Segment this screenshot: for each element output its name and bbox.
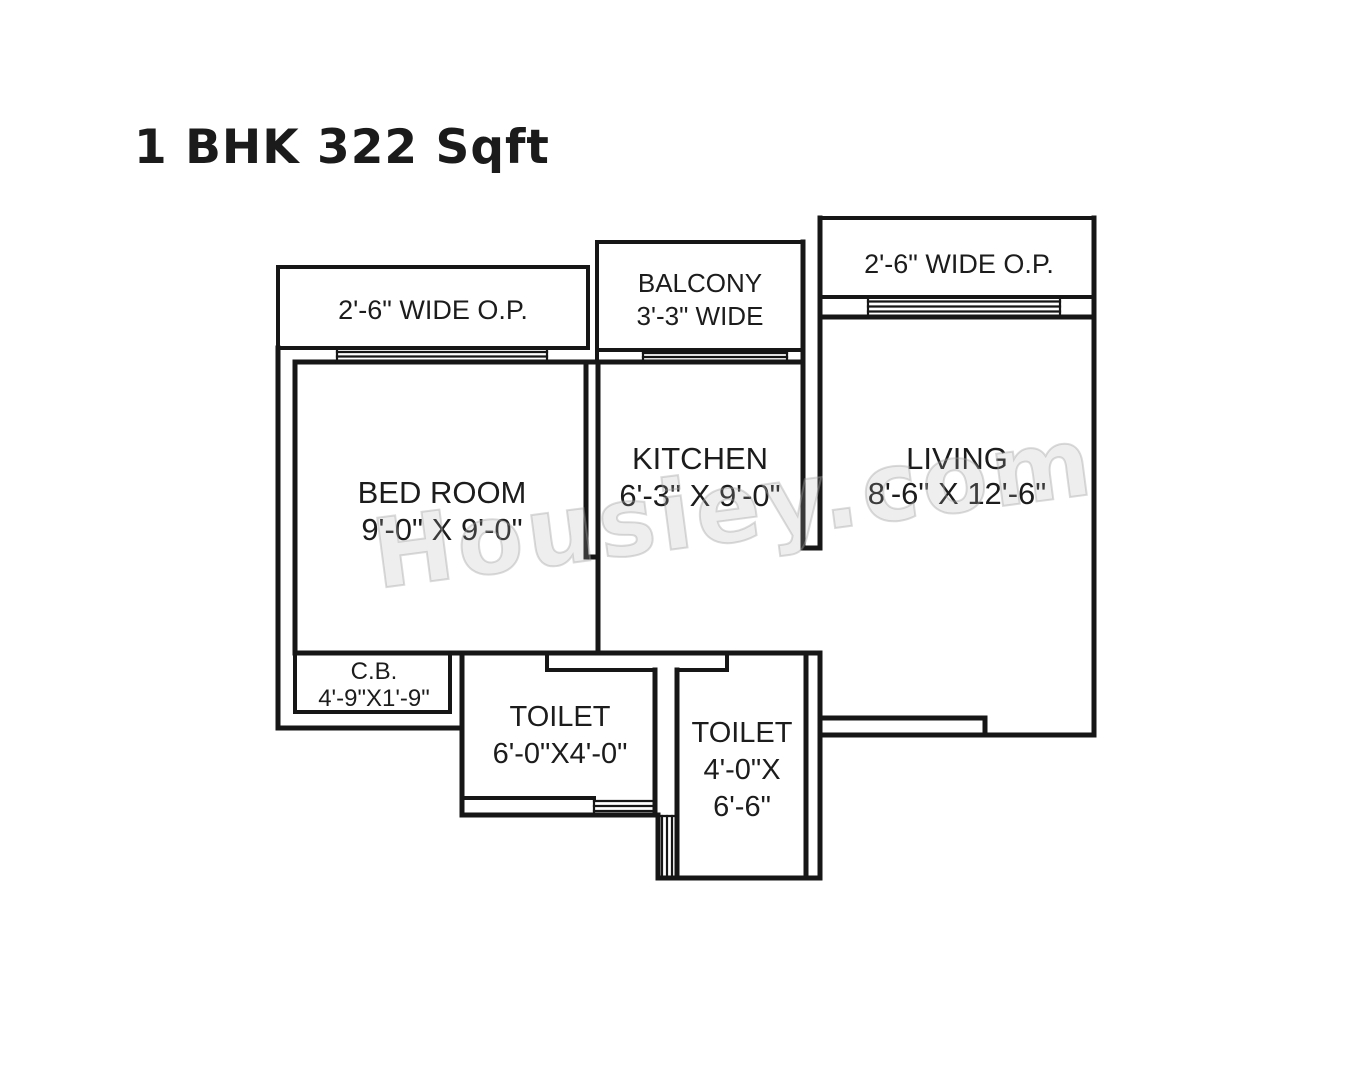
outer-wall (275, 345, 661, 818)
kitchen-name: KITCHEN (631, 441, 769, 476)
window-hatch-op-right (866, 295, 1062, 319)
toilet2-dims-2: 6'-6" (713, 791, 771, 824)
living-dims: 8'-6" X 12'-6" (867, 476, 1047, 512)
label-balcony: BALCONY 3'-3" WIDE (600, 267, 800, 332)
page-title: 1 BHK 322 Sqft (134, 120, 550, 175)
op-left-box (276, 265, 590, 350)
balcony-dims: 3'-3" WIDE (636, 300, 764, 331)
cupboard-dims: 4'-9"X1'-9" (318, 684, 430, 712)
living-name: LIVING (906, 441, 1008, 476)
kitchen-dims: 6'-3" X 9'-0" (619, 477, 781, 513)
label-op-left: 2'-6" WIDE O.P. (288, 295, 578, 327)
label-kitchen: KITCHEN 6'-3" X 9'-0" (602, 441, 798, 514)
window-hatch-toilet2 (656, 814, 679, 878)
label-bedroom: BED ROOM 9'-0" X 9'-0" (300, 475, 584, 548)
label-toilet-1: TOILET 6'-0"X4'-0" (465, 699, 655, 773)
label-toilet-2: TOILET 4'-0"X 6'-6" (680, 715, 804, 826)
bedroom-name: BED ROOM (357, 475, 527, 510)
toilet2-dims-1: 4'-0"X (703, 754, 781, 787)
toilet2-name: TOILET (691, 717, 793, 749)
op-right-text: 2'-6" WIDE O.P. (864, 249, 1054, 279)
cb-box (293, 651, 452, 714)
toilet1-name: TOILET (509, 701, 611, 733)
living-walls (817, 215, 1097, 738)
window-hatch-op-left (335, 346, 549, 364)
op-left-text: 2'-6" WIDE O.P. (338, 295, 528, 325)
kitchen-living-wall (800, 215, 823, 551)
toilet-walls (292, 650, 823, 881)
balcony-name: BALCONY (637, 268, 763, 298)
window-hatch-toilet1 (592, 796, 657, 817)
window-hatch-balcony (641, 348, 789, 364)
label-op-right: 2'-6" WIDE O.P. (832, 249, 1086, 281)
bedroom-dims: 9'-0" X 9'-0" (361, 511, 523, 547)
balcony-box (595, 240, 805, 364)
cupboard-name: C.B. (350, 658, 398, 685)
toilet1-dims: 6'-0"X4'-0" (492, 738, 628, 771)
label-living: LIVING 8'-6" X 12'-6" (824, 441, 1090, 512)
label-cupboard: C.B. 4'-9"X1'-9" (298, 658, 450, 713)
